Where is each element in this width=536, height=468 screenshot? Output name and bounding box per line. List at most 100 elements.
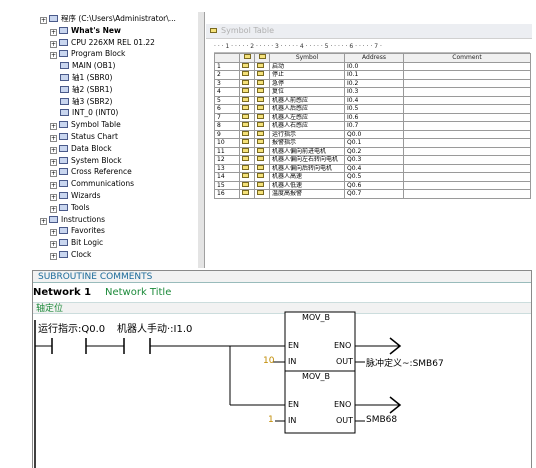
tree-item[interactable]: + Clock [50, 250, 91, 260]
contact1-label[interactable]: 运行指示:Q0.0 [38, 324, 106, 335]
expand-icon[interactable]: + [50, 135, 57, 142]
expand-icon[interactable]: + [50, 170, 57, 178]
tree-item[interactable]: +程序 (C:\Users\Administrator\... [40, 14, 176, 24]
flag-icon [242, 79, 249, 85]
tree-item[interactable]: + Cross Reference [50, 167, 132, 178]
expand-icon[interactable]: + [50, 40, 57, 48]
block2-name: MOV_B [302, 372, 331, 381]
tree-item-label: Bit Logic [71, 238, 104, 248]
contact2-label[interactable]: 机器人手动·:I1.0 [117, 324, 193, 335]
table-icon [210, 28, 217, 33]
tree-item-label: System Block [71, 155, 122, 165]
flag-icon [257, 71, 264, 76]
tree-item-label: Cross Reference [71, 167, 132, 177]
mov-b-block-2[interactable] [284, 370, 356, 434]
folder-icon [59, 251, 68, 258]
tree-item[interactable]: +Tools [50, 203, 89, 213]
flag-icon [257, 147, 264, 153]
flag-icon [257, 79, 264, 85]
block2-en: EN [288, 400, 300, 409]
flag-icon [257, 105, 264, 110]
comment-cell[interactable] [403, 189, 531, 199]
tree-item-label: Favorites [71, 226, 105, 236]
coil-arrow-1 [389, 337, 402, 355]
tree-item[interactable]: + Favorites [50, 226, 105, 237]
flag-icon [242, 181, 249, 187]
tree-item-label: Program Block [71, 49, 126, 59]
block1-in: IN [288, 357, 297, 366]
block1-eno: ENO [334, 341, 352, 350]
flag-icon [242, 105, 249, 110]
flag-icon [257, 62, 264, 68]
expand-icon[interactable]: + [50, 182, 57, 190]
tree-item[interactable]: +What's New [50, 26, 121, 36]
flag-icon [257, 190, 264, 195]
folder-icon [60, 97, 69, 105]
flag-icon [242, 62, 249, 68]
expand-icon[interactable]: + [50, 146, 57, 154]
flag-icon [242, 96, 249, 102]
network-comment[interactable]: 轴定位 [33, 302, 531, 314]
expand-icon[interactable]: + [50, 194, 57, 201]
folder-icon [59, 192, 68, 199]
expand-icon[interactable]: + [50, 158, 57, 166]
flag-icon [257, 173, 264, 178]
folder-icon [59, 239, 68, 247]
tree-item[interactable]: +Symbol Table [50, 120, 121, 131]
tree-item[interactable]: + System Block [50, 156, 122, 166]
tree-item-label: Clock [71, 250, 92, 259]
flag-icon [257, 122, 264, 127]
ruler: · · · 1 · · · · · 2 · · · · · 3 · · · · … [214, 42, 530, 53]
tree-item[interactable]: + Bit Logic [50, 238, 104, 249]
block2-out-value[interactable]: SMB68 [366, 415, 398, 425]
flag-icon [242, 190, 249, 195]
flag-icon [257, 181, 264, 187]
expand-icon[interactable]: + [50, 229, 57, 237]
tree-item[interactable]: INT_0 (INT0) [60, 108, 118, 118]
expand-icon[interactable]: + [50, 241, 57, 249]
tree-item[interactable]: +CPU 226XM REL 01.22 [50, 38, 155, 48]
folder-icon [60, 62, 69, 70]
tree-item[interactable]: +Instructions [40, 215, 105, 225]
block2-in-value[interactable]: 1 [268, 415, 274, 425]
block2-out: OUT [336, 416, 354, 425]
tree-scrollbar[interactable] [198, 12, 204, 268]
project-tree: +程序 (C:\Users\Administrator\... +What's N… [32, 12, 205, 268]
expand-icon[interactable]: + [50, 123, 57, 131]
tree-item[interactable]: +Status Chart [50, 132, 118, 142]
flag-icon [242, 130, 249, 136]
expand-icon[interactable]: + [50, 205, 57, 213]
folder-icon [59, 121, 68, 129]
flag-icon [257, 113, 264, 119]
folder-icon [59, 38, 68, 46]
tree-item[interactable]: MAIN (OB1) [60, 61, 115, 71]
mov-b-block-1[interactable] [284, 311, 356, 375]
tree-item[interactable]: 轴2 (SBR1) [60, 85, 112, 95]
flag-icon [257, 164, 264, 170]
network-title[interactable]: Network Title [105, 287, 172, 298]
symbol-table-title: Symbol Table [221, 26, 275, 35]
expand-icon[interactable]: + [40, 17, 47, 24]
flag-icon [258, 54, 266, 59]
flag-icon [242, 88, 249, 93]
block1-out-value[interactable]: 脉冲定义~:SMB67 [366, 359, 444, 369]
tree-item[interactable]: 轴1 (SBR0) [60, 73, 112, 83]
expand-icon[interactable]: + [50, 52, 57, 60]
expand-icon[interactable]: + [50, 253, 57, 260]
tree-item[interactable]: +Communications [50, 179, 134, 190]
tree-item[interactable]: 轴3 (SBR2) [60, 97, 112, 107]
expand-icon[interactable]: + [40, 217, 47, 225]
expand-icon[interactable]: + [50, 28, 57, 36]
tree-item[interactable]: +Data Block [50, 144, 112, 154]
folder-icon [59, 144, 68, 152]
subroutine-comments[interactable]: SUBROUTINE COMMENTS [33, 271, 531, 283]
folder-icon [59, 168, 68, 176]
block1-in-value[interactable]: 10 [263, 356, 275, 366]
tree-item[interactable]: + Program Block [50, 49, 126, 60]
tree-item[interactable]: +Wizards [50, 191, 101, 201]
